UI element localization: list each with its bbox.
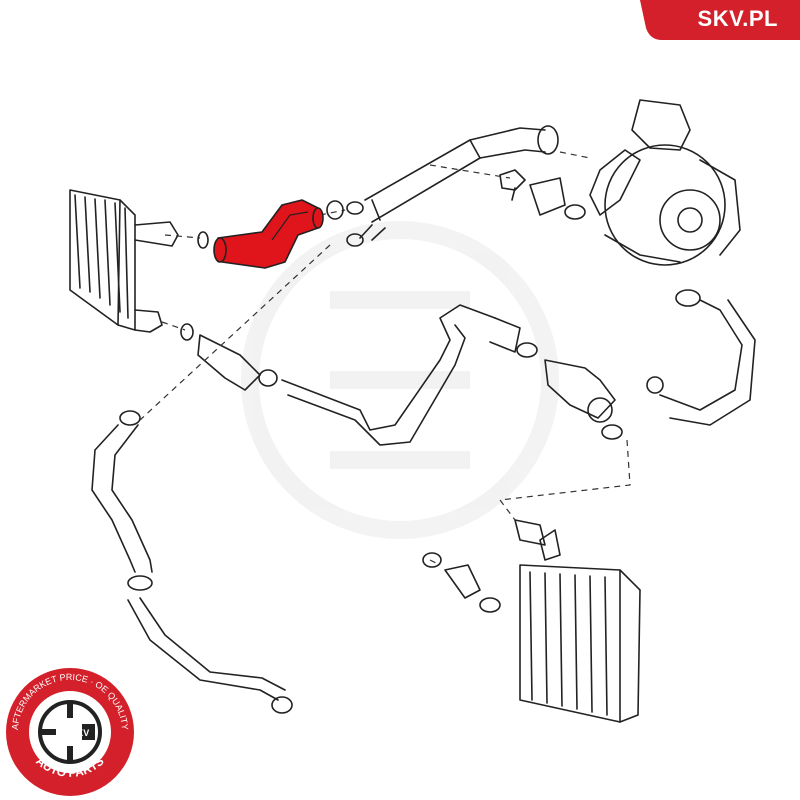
badge-center-text: SKV [71, 728, 90, 738]
clamp-set-turbo-inlet [499, 169, 586, 220]
clamp-set-lower [422, 552, 501, 613]
charge-hose-lower-left [91, 410, 293, 714]
charge-hose-middle [180, 304, 538, 446]
skv-watermark [241, 221, 559, 539]
charge-hose-right [544, 289, 756, 440]
intercooler-upper-left [69, 189, 179, 333]
turbocharger [589, 99, 741, 266]
intercooler-lower-right [514, 519, 641, 723]
charge-air-hose-upper-left[interactable] [213, 199, 324, 269]
routing-lines [139, 151, 631, 566]
skv-auto-parts-badge: AFTERMARKET PRICE · OE QUALITY AUTO PART… [0, 660, 140, 800]
charge-pipe-upper [346, 125, 559, 247]
brand-site-label[interactable]: SKV.PL [697, 6, 778, 31]
clamp-hose-ends [197, 200, 344, 249]
brand-tab [640, 0, 800, 40]
